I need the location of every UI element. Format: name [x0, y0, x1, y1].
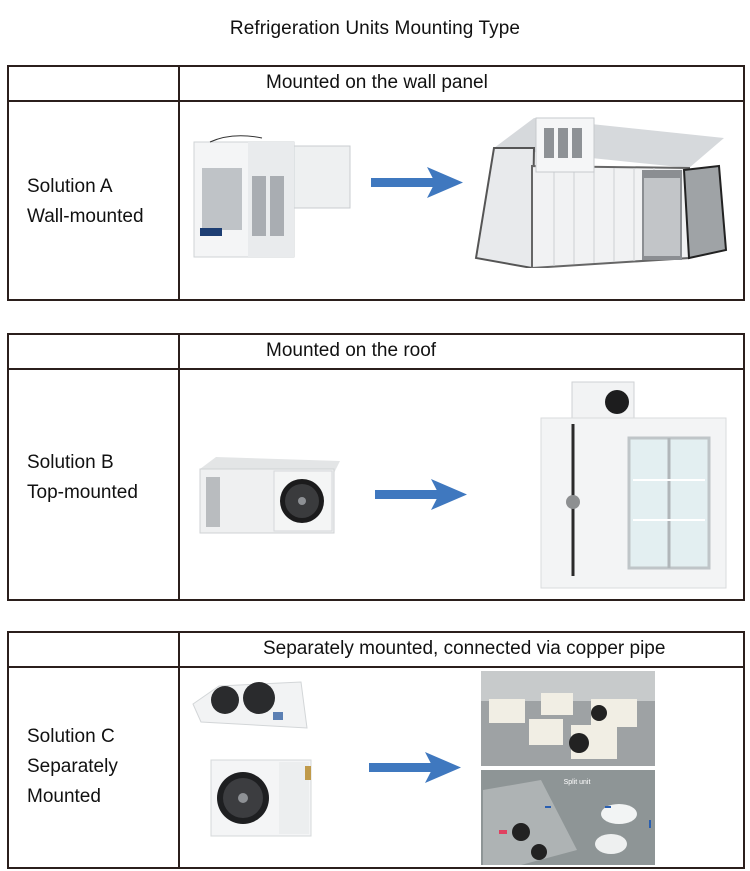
solution-type-line-1: Separately: [27, 756, 118, 777]
section-header: Separately mounted, connected via copper…: [9, 633, 743, 668]
section-header: Mounted on the wall panel: [9, 67, 743, 102]
arrow-right-icon: [371, 167, 463, 198]
section-header-text: Mounted on the wall panel: [266, 72, 488, 93]
solution-type: Top-mounted: [27, 482, 138, 503]
section-body: Solution C Separately Mounted: [9, 668, 743, 867]
wall-mounted-unit-image: [193, 135, 351, 258]
section-body: Solution A Wall-mounted: [9, 102, 743, 299]
header-empty-cell: [9, 335, 180, 368]
solution-label-cell: Solution B Top-mounted: [9, 370, 180, 599]
solution-type-line-2: Mounted: [27, 786, 101, 807]
section-header-text: Separately mounted, connected via copper…: [263, 638, 666, 659]
top-mounted-unit-image: [199, 457, 340, 534]
section-header-text: Mounted on the roof: [266, 340, 437, 361]
section-a-table: Mounted on the wall panel Solution A Wal…: [7, 65, 745, 301]
section-c-table: Separately mounted, connected via copper…: [7, 631, 745, 869]
solution-label-cell: Solution C Separately Mounted: [9, 668, 180, 867]
split-unit-label: Split unit: [564, 779, 591, 786]
section-b-table: Mounted on the roof Solution B Top-mount…: [7, 333, 745, 601]
section-body: Solution B Top-mounted: [9, 370, 743, 599]
cold-room-wall-unit-image: [474, 117, 728, 268]
header-empty-cell: [9, 67, 180, 100]
page-title: Refrigeration Units Mounting Type: [229, 18, 521, 39]
cold-room-roof-unit-image: [540, 381, 727, 589]
split-unit-installed-photo: Split unit: [481, 770, 655, 865]
arrow-right-icon: [375, 479, 467, 510]
evaporator-unit-image: [192, 681, 308, 729]
solution-type: Wall-mounted: [27, 206, 144, 227]
header-empty-cell: [9, 633, 180, 666]
section-header: Mounted on the roof: [9, 335, 743, 370]
solution-name: Solution B: [27, 452, 114, 473]
solution-label-cell: Solution A Wall-mounted: [9, 102, 180, 299]
solution-name: Solution C: [27, 726, 115, 747]
condensing-unit-image: [210, 759, 312, 837]
arrow-right-icon: [369, 752, 461, 783]
solution-name: Solution A: [27, 176, 113, 197]
warehouse-units-photo: [481, 671, 655, 766]
